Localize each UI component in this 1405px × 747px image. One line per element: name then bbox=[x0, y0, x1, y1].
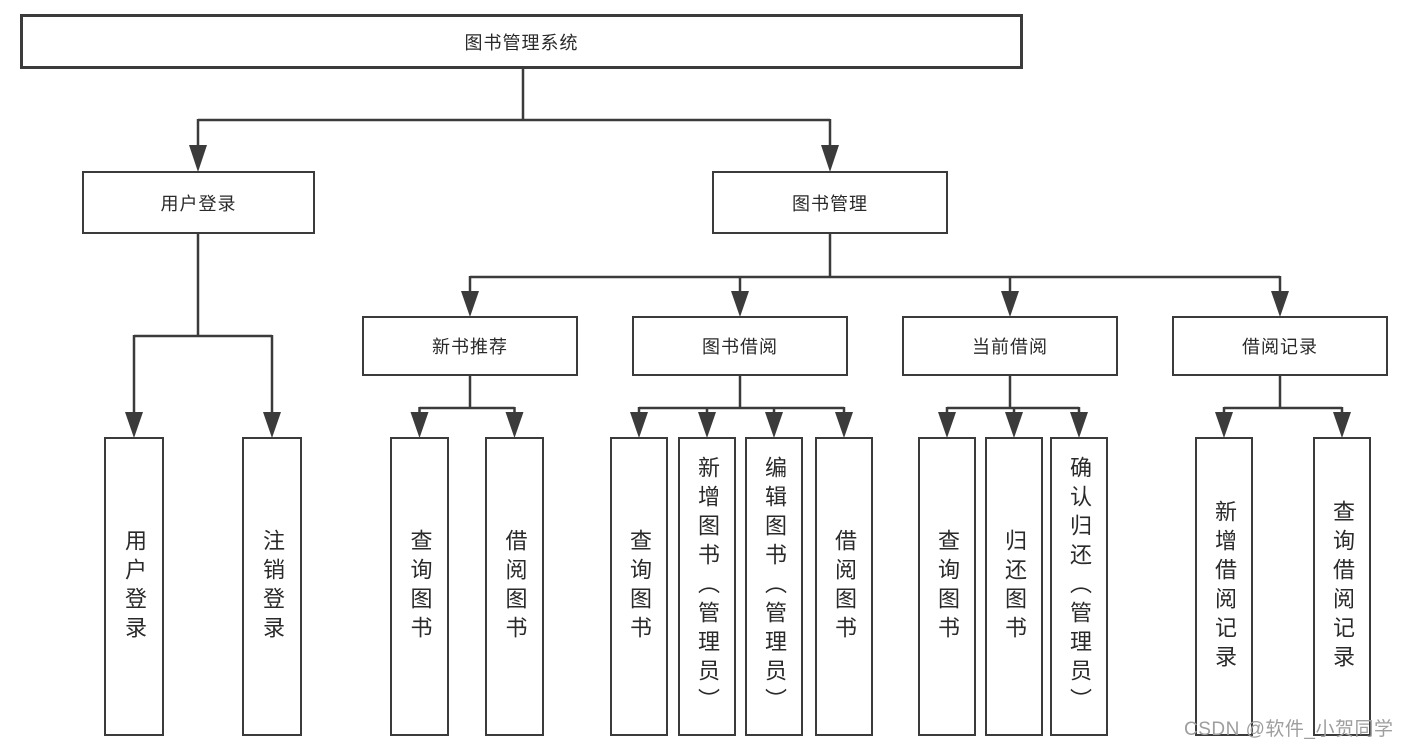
node-label: 新书推荐 bbox=[432, 337, 508, 357]
arrowhead bbox=[461, 291, 479, 317]
node-current-borrow: 当前借阅 bbox=[902, 316, 1118, 376]
arrowhead bbox=[263, 412, 281, 438]
leaf-label: 借阅图书 bbox=[502, 528, 528, 645]
arrowhead bbox=[1271, 291, 1289, 317]
leaf-label: 确认归还（管理员） bbox=[1067, 456, 1092, 717]
leaf-return-books: 归还图书 bbox=[985, 437, 1043, 736]
leaf-label: 归还图书 bbox=[1002, 528, 1027, 645]
leaf-label: 查询图书 bbox=[407, 528, 433, 645]
node-new-book-recommend: 新书推荐 bbox=[362, 316, 578, 376]
node-label: 图书管理系统 bbox=[464, 32, 579, 53]
node-label: 图书借阅 bbox=[702, 337, 778, 357]
arrowhead bbox=[765, 412, 783, 438]
arrowhead bbox=[1215, 412, 1233, 438]
leaf-query-books-borrow: 查询图书 bbox=[610, 437, 668, 736]
arrowhead bbox=[125, 412, 143, 438]
arrowhead bbox=[938, 412, 956, 438]
leaf-add-borrow-record: 新增借阅记录 bbox=[1195, 437, 1253, 736]
leaf-label: 查询借阅记录 bbox=[1330, 499, 1355, 674]
arrowhead bbox=[821, 145, 839, 172]
node-book-management: 图书管理 bbox=[712, 171, 948, 234]
leaf-edit-book-admin: 编辑图书（管理员） bbox=[745, 437, 803, 736]
arrowhead bbox=[698, 412, 716, 438]
leaf-label: 新增图书（管理员） bbox=[695, 456, 720, 717]
leaf-label: 新增借阅记录 bbox=[1212, 499, 1237, 674]
node-label: 图书管理 bbox=[792, 193, 868, 214]
leaf-label: 用户登录 bbox=[122, 528, 147, 645]
watermark-text: CSDN @软件_小贺同学 bbox=[1184, 719, 1394, 740]
node-library-management-system: 图书管理系统 bbox=[20, 14, 1023, 69]
arrowhead bbox=[410, 412, 429, 438]
arrowhead bbox=[630, 412, 648, 438]
leaf-borrow-books-recommend: 借阅图书 bbox=[485, 437, 544, 736]
leaf-label: 查询图书 bbox=[627, 528, 652, 645]
arrowhead bbox=[1070, 412, 1088, 438]
arrowhead bbox=[189, 145, 207, 172]
leaf-label: 注销登录 bbox=[260, 528, 285, 645]
arrowhead bbox=[505, 412, 524, 438]
node-label: 借阅记录 bbox=[1242, 337, 1318, 357]
arrowhead bbox=[1001, 291, 1019, 317]
node-book-borrow: 图书借阅 bbox=[632, 316, 848, 376]
leaf-add-book-admin: 新增图书（管理员） bbox=[678, 437, 736, 736]
arrowhead bbox=[731, 291, 749, 317]
node-label: 当前借阅 bbox=[972, 337, 1048, 357]
node-user-login: 用户登录 bbox=[82, 171, 315, 234]
leaf-query-books-recommend: 查询图书 bbox=[390, 437, 449, 736]
leaf-label: 查询图书 bbox=[935, 528, 960, 645]
leaf-label: 编辑图书（管理员） bbox=[762, 456, 787, 717]
leaf-borrow-books: 借阅图书 bbox=[815, 437, 873, 736]
arrowhead bbox=[1333, 412, 1351, 438]
node-label: 用户登录 bbox=[160, 193, 237, 214]
arrowheads bbox=[125, 145, 1351, 438]
leaf-user-login: 用户登录 bbox=[104, 437, 164, 736]
node-borrow-records: 借阅记录 bbox=[1172, 316, 1388, 376]
leaf-query-books-current: 查询图书 bbox=[918, 437, 976, 736]
arrowhead bbox=[1005, 412, 1023, 438]
arrowhead bbox=[835, 412, 853, 438]
leaf-label: 借阅图书 bbox=[832, 528, 857, 645]
leaf-query-borrow-record: 查询借阅记录 bbox=[1313, 437, 1371, 736]
leaf-confirm-return-admin: 确认归还（管理员） bbox=[1050, 437, 1108, 736]
leaf-logout: 注销登录 bbox=[242, 437, 302, 736]
